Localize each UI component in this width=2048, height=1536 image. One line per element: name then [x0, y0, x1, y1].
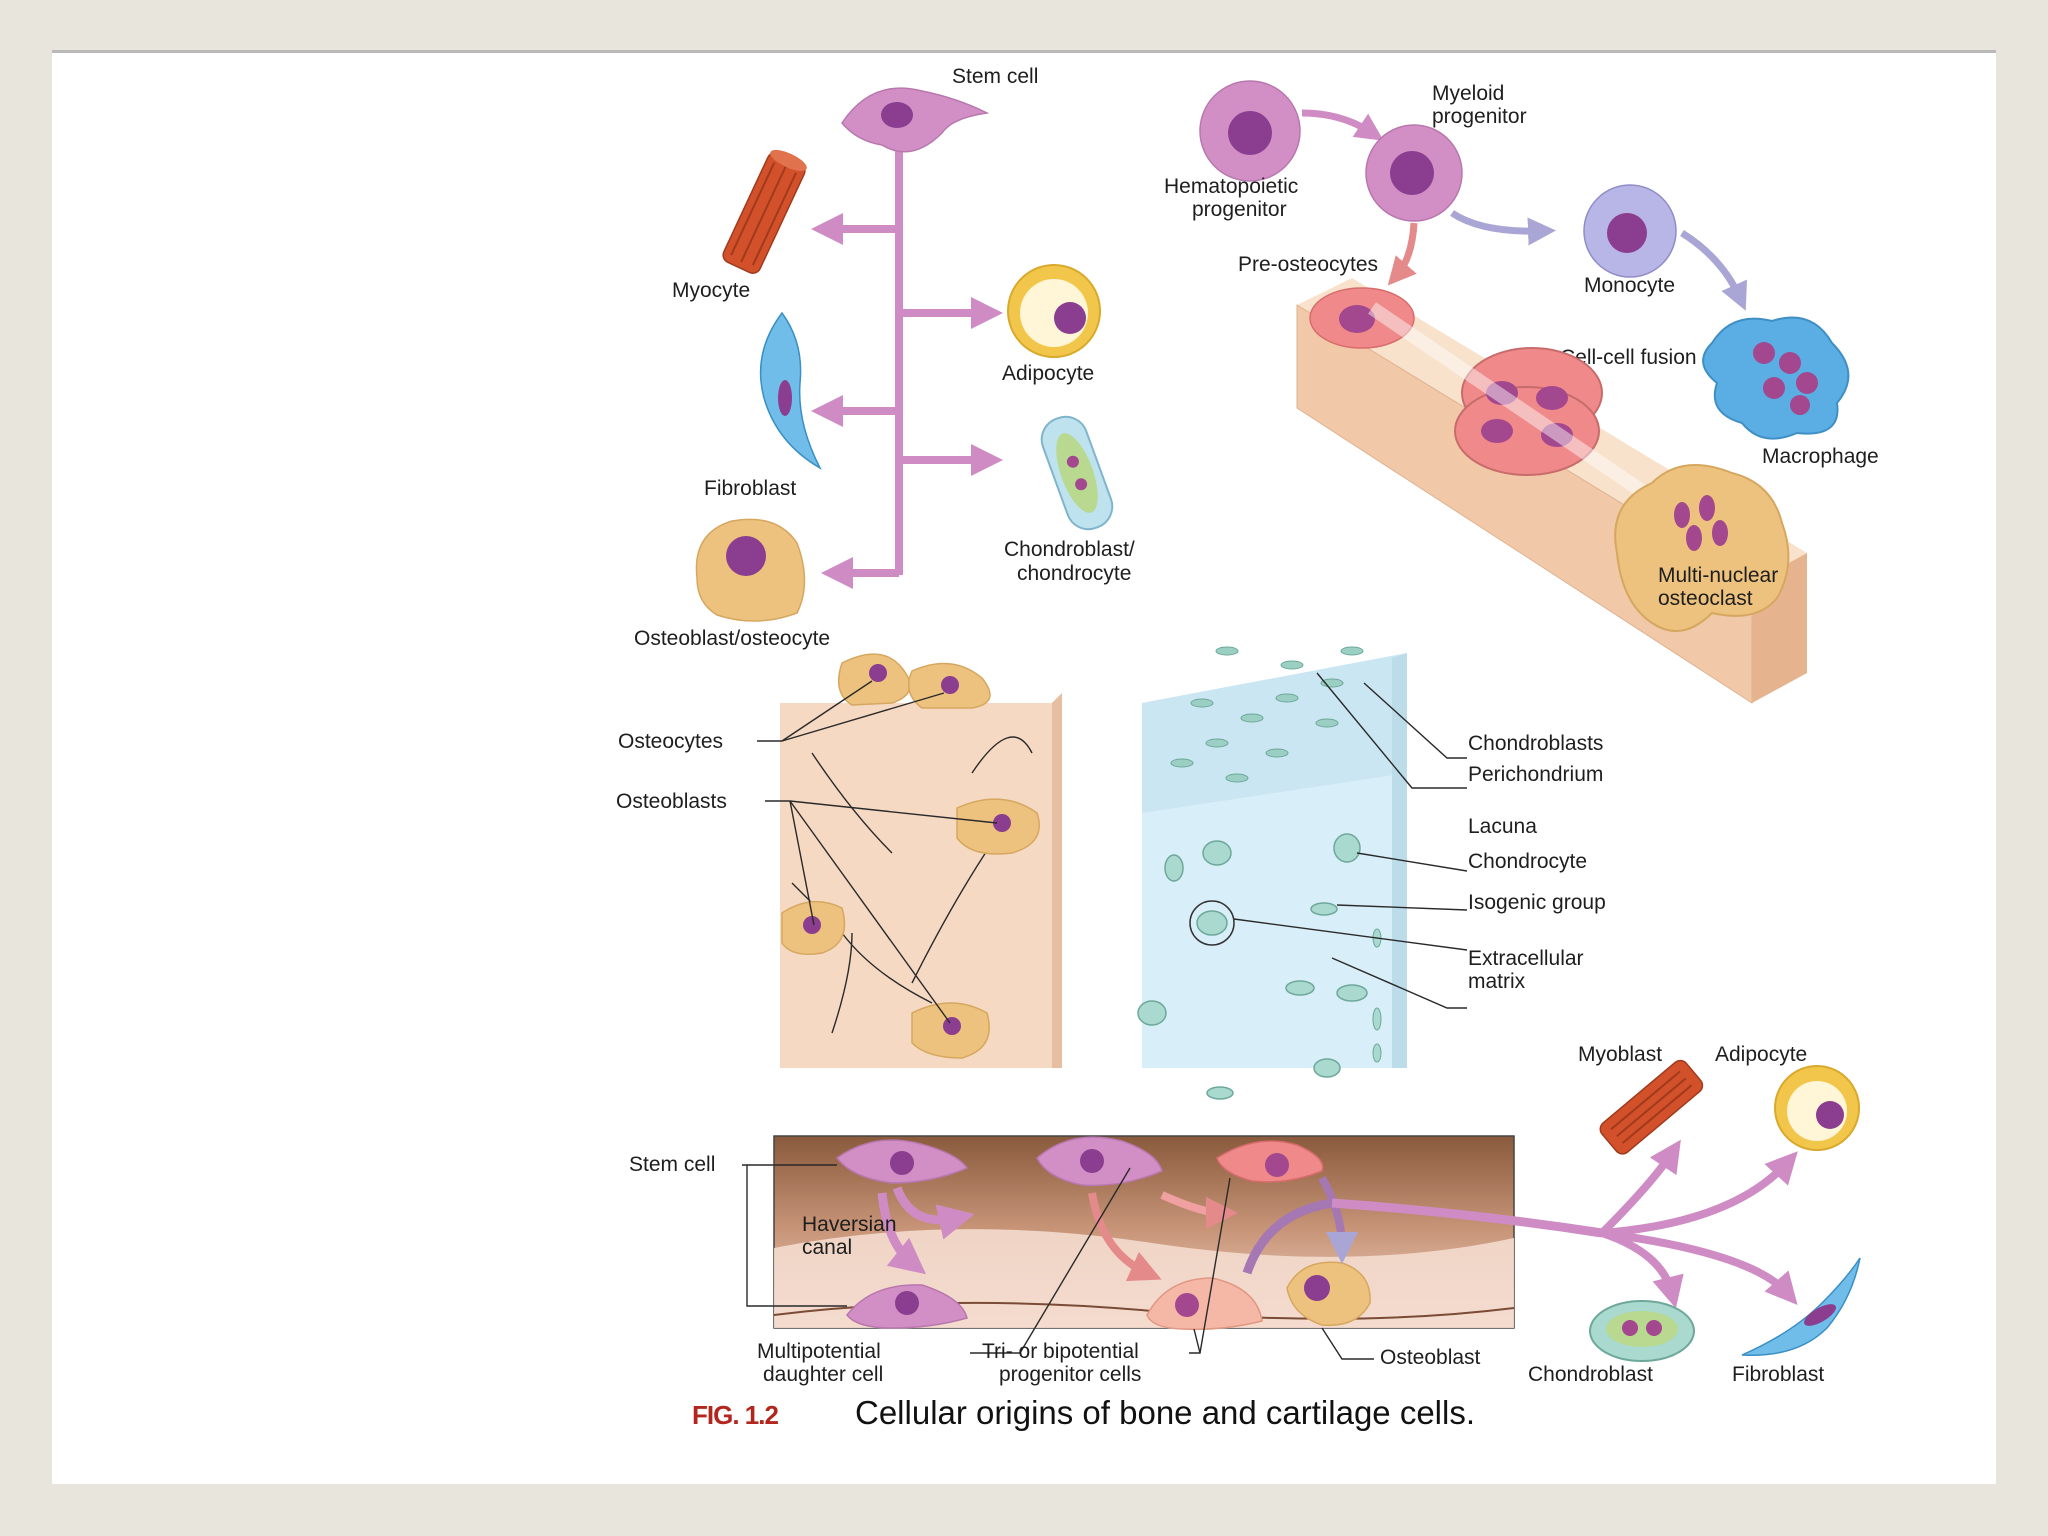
hav-osteoblast-label: Osteoblast: [1380, 1346, 1481, 1369]
myeloid-progenitor: [1365, 124, 1463, 222]
monocyte: [1583, 184, 1677, 278]
myocyte: [722, 149, 807, 274]
pre-osteocytes-label: Pre-osteocytes: [1238, 253, 1378, 276]
figure-number: FIG. 1.2: [692, 1400, 778, 1430]
fusion-label: Cell-cell fusion: [1560, 346, 1697, 369]
hav-fibroblast-label: Fibroblast: [1732, 1363, 1824, 1386]
haversian-panel: [742, 1059, 1861, 1362]
osteoblasts-label: Osteoblasts: [616, 790, 727, 813]
myoblast: [1599, 1059, 1704, 1155]
myocyte-label: Myocyte: [672, 279, 750, 302]
tri-label-2: progenitor cells: [999, 1363, 1141, 1386]
hav-adipocyte-label: Adipocyte: [1715, 1043, 1807, 1066]
hematopoietic-progenitor: [1199, 80, 1301, 182]
bottom-chondroblast: [1589, 1300, 1695, 1362]
pre-osteocyte: [1309, 287, 1415, 349]
hav-chondroblast-label: Chondroblast: [1528, 1363, 1653, 1386]
adipocyte: [1007, 264, 1101, 358]
lacuna-label: Lacuna: [1468, 815, 1537, 838]
osteocytes-label: Osteocytes: [618, 730, 723, 753]
ecm-label-2: matrix: [1468, 970, 1526, 993]
isogenic-label: Isogenic group: [1468, 891, 1606, 914]
osteoclast-label-2: osteoclast: [1658, 587, 1753, 610]
myoblast-label: Myoblast: [1578, 1043, 1662, 1066]
bottom-fibroblast: [1741, 1257, 1861, 1357]
hav-canal-label-2: canal: [802, 1236, 852, 1259]
adipocyte-label: Adipocyte: [1002, 362, 1094, 385]
figure-caption: Cellular origins of bone and cartilage c…: [855, 1394, 1475, 1431]
cartilage-block: [1137, 646, 1468, 1100]
bottom-adipocyte: [1774, 1065, 1860, 1151]
hav-stem-cell-label: Stem cell: [629, 1153, 715, 1176]
stem-cell-label: Stem cell: [952, 65, 1038, 88]
fibroblast: [759, 311, 822, 470]
fibroblast-label: Fibroblast: [704, 477, 796, 500]
osteoclast-label-1: Multi-nuclear: [1658, 564, 1778, 587]
figure-diagram: Stem cell Myocyte Adipocyte Fibroblast: [616, 65, 1879, 1431]
macrophage: [1702, 316, 1850, 440]
myeloid-label-1: Myeloid: [1432, 82, 1504, 105]
stem-cell: [841, 87, 990, 153]
multipotential-label-2: daughter cell: [763, 1363, 883, 1386]
multinuclear-osteoclast: [1614, 464, 1790, 632]
fusing-cells: [1368, 302, 1656, 504]
mesenchymal-lineage: Stem cell Myocyte Adipocyte Fibroblast: [634, 65, 1135, 650]
osteoblast-label: Osteoblast/osteocyte: [634, 627, 830, 650]
macrophage-label: Macrophage: [1762, 445, 1879, 468]
hemato-label-2: progenitor: [1192, 198, 1287, 221]
slide-panel: Stem cell Myocyte Adipocyte Fibroblast: [52, 50, 1996, 1484]
tri-label-1: Tri- or bipotential: [982, 1340, 1139, 1363]
multipotential-label-1: Multipotential: [757, 1340, 881, 1363]
monocyte-label: Monocyte: [1584, 274, 1675, 297]
hemato-label-1: Hematopoietic: [1164, 175, 1298, 198]
chondrocyte-label: Chondrocyte: [1468, 850, 1587, 873]
chondroblast-label-2: chondrocyte: [1017, 562, 1131, 585]
hav-canal-label-1: Haversian: [802, 1213, 897, 1236]
perichondrium-label: Perichondrium: [1468, 763, 1603, 786]
chondroblast-label-1: Chondroblast/: [1004, 538, 1135, 561]
chondroblast: [1040, 415, 1114, 531]
hematopoietic-lineage: Hematopoietic progenitor Myeloid progeni…: [1164, 80, 1879, 704]
ecm-label-1: Extracellular: [1468, 947, 1584, 970]
chondroblasts-label: Chondroblasts: [1468, 732, 1603, 755]
myeloid-label-2: progenitor: [1432, 105, 1527, 128]
bone-block: [757, 653, 1062, 1068]
osteoblast: [695, 518, 806, 622]
